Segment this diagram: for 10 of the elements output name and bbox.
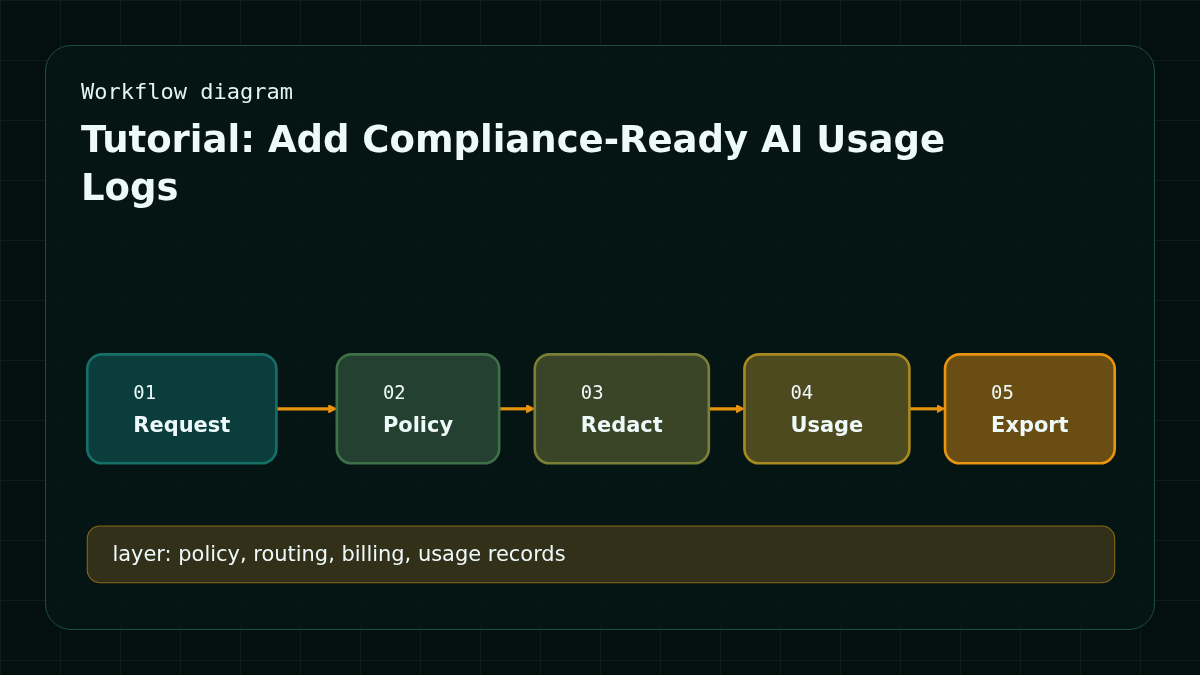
process-box: 04 Usage [743, 353, 911, 465]
process-box: 05 Export [943, 353, 1117, 465]
process-box: 03 Redact [533, 353, 711, 465]
diagram-title: Tutorial: Add Compliance-Ready AI Usage Logs [81, 117, 946, 211]
process-box: 01 Request [85, 353, 278, 465]
arrow [708, 404, 745, 414]
info-band: layer: policy, routing, billing, usage records [86, 525, 1116, 584]
process-box: 02 Policy [335, 353, 501, 465]
subtitle-text: Workflow diagram [81, 78, 293, 106]
arrow [909, 404, 946, 414]
